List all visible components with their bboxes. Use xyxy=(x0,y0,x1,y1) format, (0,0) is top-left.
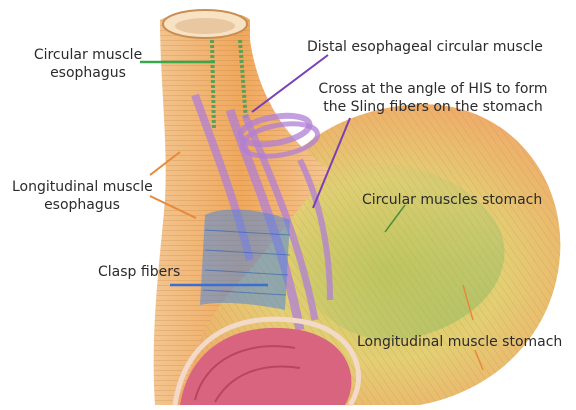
label-line: Circular muscle xyxy=(33,47,143,63)
label-line: Longitudinal muscle xyxy=(12,179,153,195)
pointer-longitudinal-stomach xyxy=(462,284,474,321)
label-line: esophagus xyxy=(44,197,120,213)
pointer-longitudinal-esophagus-2 xyxy=(149,195,197,219)
label-line: Cross at the angle of HIS to form xyxy=(318,81,548,97)
label-longitudinal-muscle-esophagus: Longitudinal muscle esophagus xyxy=(12,178,153,214)
label-circular-muscle-esophagus: Circular muscle esophagus xyxy=(28,46,148,82)
pointer-longitudinal-esophagus-1 xyxy=(149,151,181,176)
label-circular-muscles-stomach: Circular muscles stomach xyxy=(362,192,543,208)
mucosa xyxy=(180,327,352,405)
label-longitudinal-muscle-stomach: Longitudinal muscle stomach xyxy=(357,334,563,350)
pointer-circular-stomach xyxy=(384,204,406,233)
label-line: the Sling fibers on the stomach xyxy=(323,99,543,115)
pointer-distal-circular xyxy=(251,54,329,113)
label-distal-esophageal-circular-muscle: Distal esophageal circular muscle xyxy=(307,39,543,55)
label-clasp-fibers: Clasp fibers xyxy=(98,264,181,280)
label-line: esophagus xyxy=(50,65,126,81)
label-cross-angle-his: Cross at the angle of HIS to form the Sl… xyxy=(318,80,548,116)
pointer-angle-his xyxy=(312,117,351,209)
clasp-fibers xyxy=(200,209,290,310)
